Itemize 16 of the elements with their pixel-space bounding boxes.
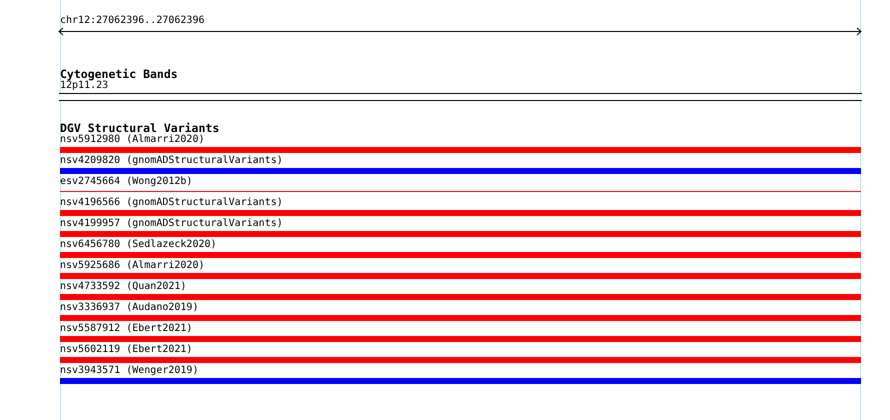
track-title: Cytogenetic Bands — [60, 67, 178, 81]
variant-label: nsv4209820 (gnomADStructuralVariants) — [60, 155, 283, 167]
variant-label: nsv5925686 (Almarri2020) — [60, 260, 204, 272]
variant-label: nsv6456780 (Sedlazeck2020) — [60, 239, 217, 251]
variant-label: nsv3336937 (Audano2019) — [60, 302, 198, 314]
variant-label: nsv3943571 (Wenger2019) — [60, 365, 198, 377]
ruler-label: chr12:27062396..27062396 — [60, 15, 204, 27]
variant-label: nsv4196566 (gnomADStructuralVariants) — [60, 197, 283, 209]
track-title: DGV Structural Variants — [60, 121, 220, 135]
variant-label: nsv5602119 (Ebert2021) — [60, 344, 192, 356]
band-label: 12p11.23 — [60, 80, 108, 92]
variant-label: nsv4733592 (Quan2021) — [60, 281, 186, 293]
variant-label: nsv5587912 (Ebert2021) — [60, 323, 192, 335]
variant-label: nsv4199957 (gnomADStructuralVariants) — [60, 218, 283, 230]
variant-label: nsv5912980 (Almarri2020) — [60, 134, 204, 146]
variant-label: esv2745664 (Wong2012b) — [60, 176, 192, 188]
